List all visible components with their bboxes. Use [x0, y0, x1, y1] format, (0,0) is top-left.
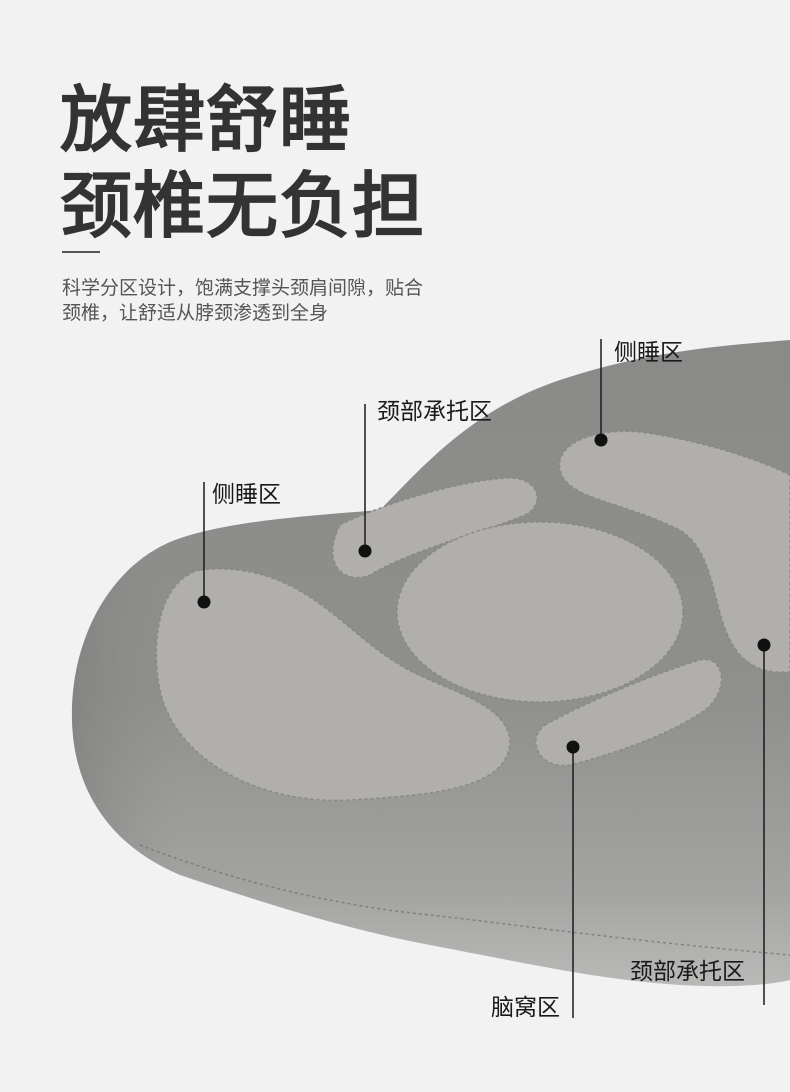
- label-neck-support-bottom: 颈部承托区: [630, 958, 745, 984]
- description: 科学分区设计，饱满支撑头颈肩间隙，贴合 颈椎，让舒适从脖颈渗透到全身: [62, 276, 423, 326]
- headline-line-1: 放肆舒睡: [60, 81, 353, 161]
- zone-side-sleep-right: [558, 430, 790, 673]
- headline-line-2: 颈椎无负担: [60, 167, 426, 247]
- zone-head-rest: [396, 521, 684, 703]
- description-line-2: 颈椎，让舒适从脖颈渗透到全身: [62, 303, 329, 324]
- zone-side-sleep-left: [155, 568, 511, 802]
- marker-neck-support-top: [358, 544, 372, 558]
- label-neck-support-top: 颈部承托区: [377, 398, 492, 424]
- marker-side-sleep-left: [197, 595, 211, 609]
- label-side-sleep-left: 侧睡区: [212, 481, 281, 507]
- zone-neck-support-bottom: [535, 658, 722, 767]
- description-line-1: 科学分区设计，饱满支撑头颈肩间隙，贴合: [62, 278, 424, 299]
- marker-neck-support-bottom: [757, 638, 771, 652]
- zone-neck-support-top: [332, 477, 538, 579]
- label-side-sleep-right: 侧睡区: [614, 339, 683, 365]
- pillow-seam: [139, 844, 790, 956]
- label-head-rest: 脑窝区: [491, 994, 560, 1020]
- divider: [62, 251, 100, 253]
- marker-side-sleep-right: [594, 433, 608, 447]
- headline: 放肆舒睡 颈椎无负担: [60, 78, 425, 250]
- marker-head-rest: [566, 740, 580, 754]
